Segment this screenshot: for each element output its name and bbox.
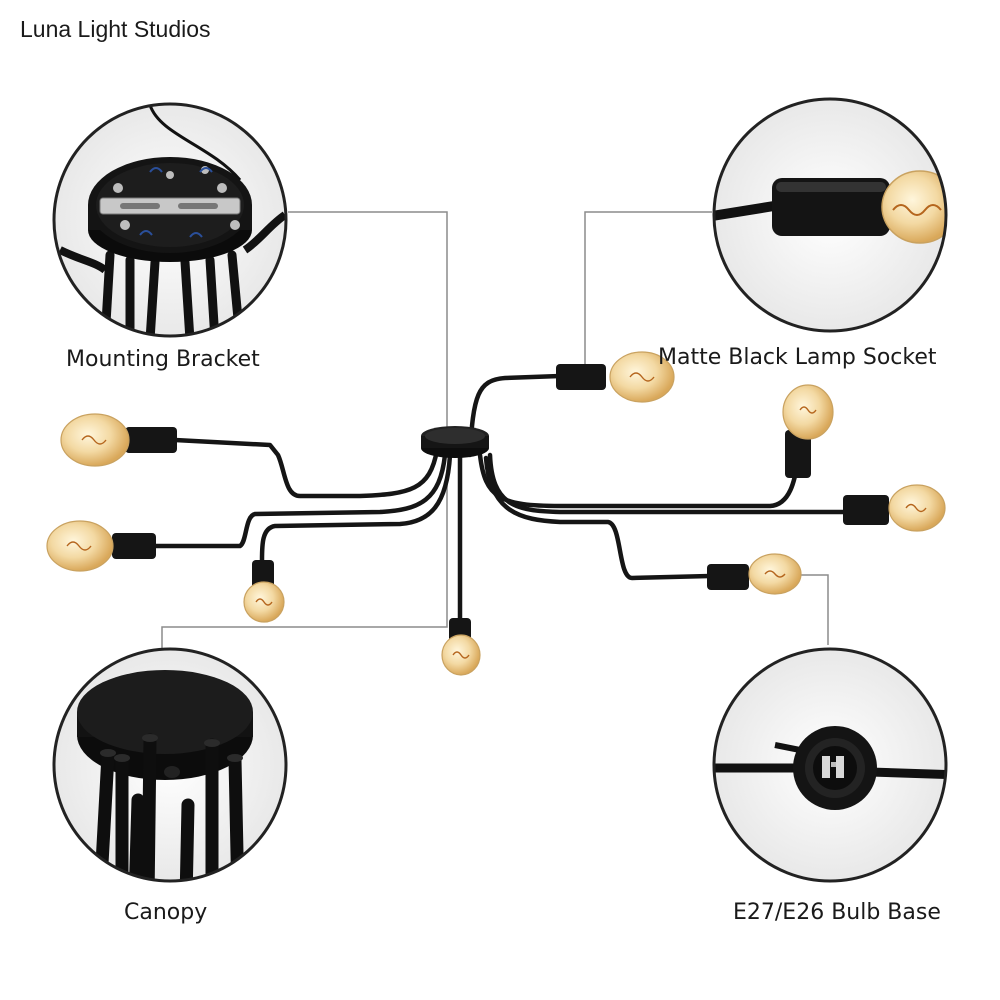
callout-mounting-bracket: Mounting Bracket bbox=[66, 347, 260, 372]
inset-bulb-base bbox=[712, 647, 948, 883]
leader-line-canopy bbox=[161, 470, 448, 648]
callout-lamp-socket: Matte Black Lamp Socket bbox=[658, 345, 937, 370]
callout-bulb-base: E27/E26 Bulb Base bbox=[733, 900, 941, 925]
canopy-plate bbox=[421, 426, 489, 458]
fixture-arms bbox=[152, 373, 848, 628]
callout-canopy: Canopy bbox=[124, 900, 208, 925]
inset-lamp-socket bbox=[712, 97, 948, 333]
inset-canopy bbox=[52, 647, 288, 883]
leader-line-mounting bbox=[288, 211, 448, 430]
brand-name: Luna Light Studios bbox=[20, 16, 211, 42]
bulbs bbox=[46, 351, 946, 676]
leader-line-socket bbox=[584, 211, 712, 370]
filaments bbox=[66, 372, 927, 659]
inset-mounting-bracket bbox=[52, 102, 288, 338]
